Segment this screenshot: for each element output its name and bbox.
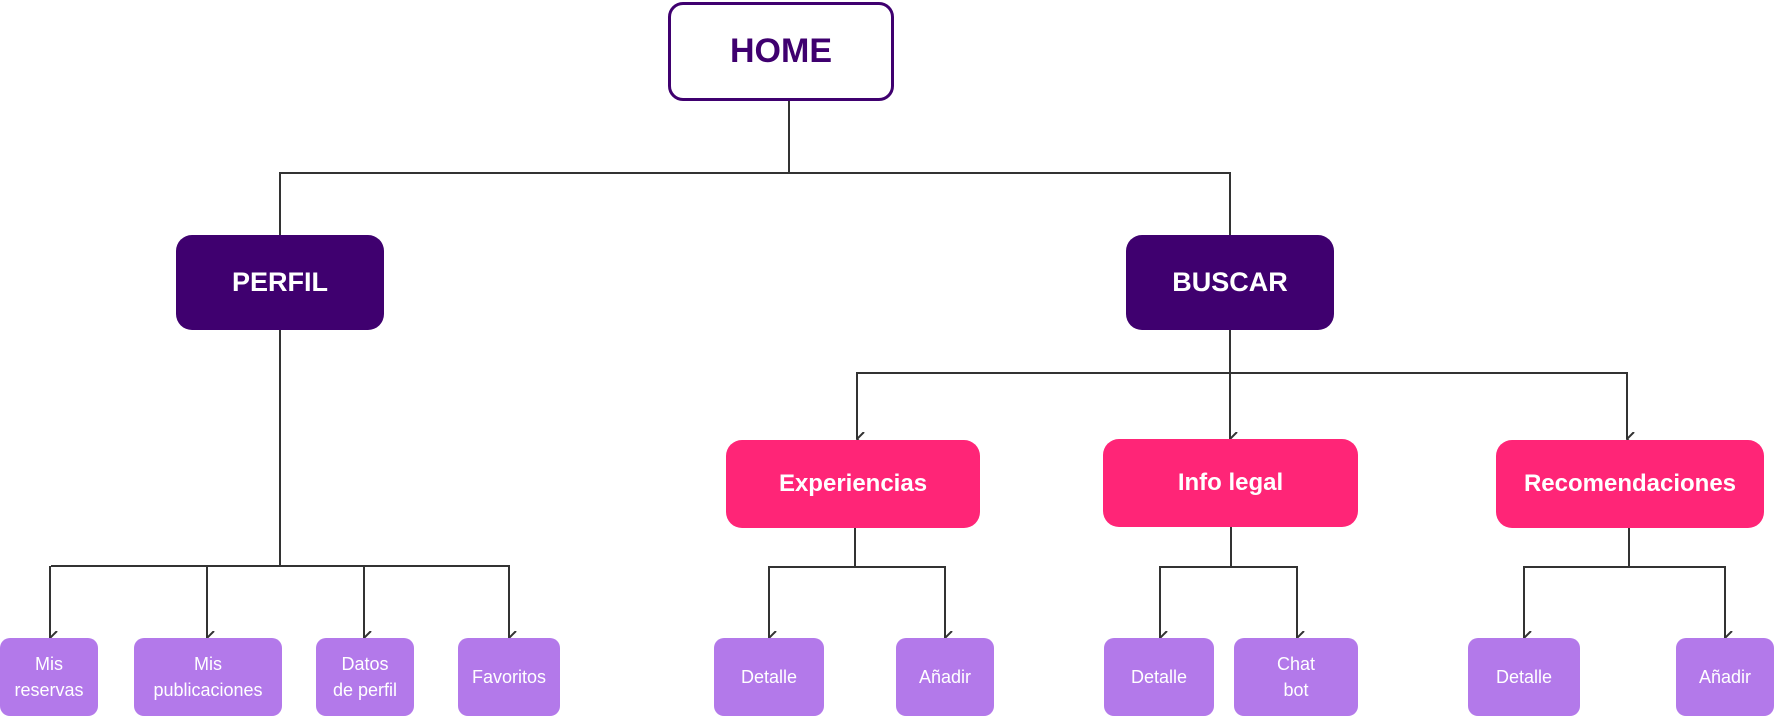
node-perfil[interactable]: PERFIL [176,235,384,330]
leaf-experiencias-anadir-label: Añadir [918,667,972,687]
leaf-mis-publicaciones[interactable]: Mis publicaciones [134,638,282,716]
node-perfil-label: PERFIL [231,267,328,297]
leaf-datos-de-perfil-label: Datos de perfil [332,654,398,700]
node-home-label: HOME [730,32,832,70]
leaf-datos-de-perfil[interactable]: Datos de perfil [316,638,414,716]
node-buscar-label: BUSCAR [1172,267,1288,297]
node-buscar[interactable]: BUSCAR [1126,235,1334,330]
leaf-experiencias-detalle[interactable]: Detalle [714,638,824,716]
leaf-favoritos-label: Favoritos [471,667,547,687]
leaf-chat-bot[interactable]: Chat bot [1234,638,1358,716]
leaf-mis-publicaciones-label: Mis publicaciones [153,654,263,700]
leaf-experiencias-detalle-label: Detalle [740,667,798,687]
leaf-chat-bot-label: Chat bot [1276,654,1316,700]
node-recomendaciones[interactable]: Recomendaciones [1496,440,1764,528]
node-experiencias-label: Experiencias [778,470,928,497]
leaf-favoritos[interactable]: Favoritos [458,638,560,716]
node-home[interactable]: HOME [668,2,894,101]
leaf-mis-reservas[interactable]: Mis reservas [0,638,98,716]
leaf-experiencias-anadir[interactable]: Añadir [896,638,994,716]
node-info-legal-label: Info legal [1177,469,1284,496]
leaf-recomendaciones-detalle-label: Detalle [1495,667,1553,687]
node-info-legal[interactable]: Info legal [1103,439,1358,527]
node-experiencias[interactable]: Experiencias [726,440,980,528]
leaf-info-legal-detalle-label: Detalle [1130,667,1188,687]
leaf-recomendaciones-anadir-label: Añadir [1698,667,1752,687]
node-recomendaciones-label: Recomendaciones [1523,470,1737,497]
leaf-recomendaciones-detalle[interactable]: Detalle [1468,638,1580,716]
leaf-info-legal-detalle[interactable]: Detalle [1104,638,1214,716]
leaf-mis-reservas-label: Mis reservas [14,654,84,700]
leaf-recomendaciones-anadir[interactable]: Añadir [1676,638,1774,716]
